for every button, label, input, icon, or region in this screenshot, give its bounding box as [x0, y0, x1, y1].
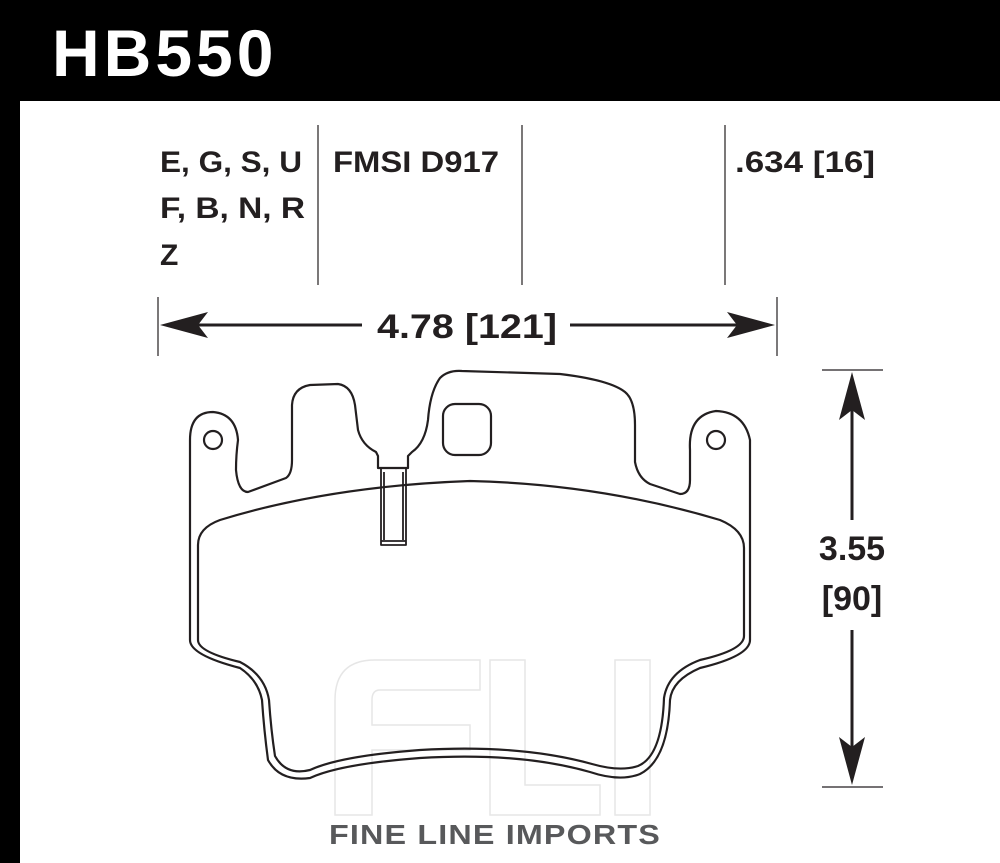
thickness-label: .634 [16]	[735, 146, 875, 179]
compound-line-2: F, B, N, R	[160, 192, 305, 225]
width-dimension-label: 4.78 [121]	[377, 308, 557, 346]
left-frame-bar	[0, 0, 20, 863]
fmsi-label: FMSI D917	[333, 146, 499, 179]
watermark-logo	[334, 659, 651, 816]
up-arrowhead-icon	[839, 372, 865, 420]
compound-line-1: E, G, S, U	[160, 146, 302, 179]
watermark-text: FINE LINE IMPORTS	[329, 819, 661, 850]
wear-sensor	[380, 468, 407, 546]
compound-line-3: Z	[160, 239, 178, 272]
left-mounting-hole	[202, 429, 224, 451]
down-arrowhead-icon	[839, 737, 865, 785]
column-dividers	[317, 125, 726, 285]
header-bar	[0, 0, 1000, 101]
square-hole	[441, 402, 493, 457]
height-dimension-line	[822, 369, 883, 788]
backing-plate-outline	[188, 369, 752, 780]
left-arrowhead-icon	[160, 312, 208, 338]
brake-pad-drawing	[188, 369, 752, 780]
height-dimension-inches: 3.55	[819, 530, 885, 568]
height-dimension-mm: [90]	[822, 580, 882, 618]
part-number-title: HB550	[52, 16, 277, 90]
right-mounting-hole	[705, 429, 727, 451]
right-arrowhead-icon	[727, 312, 775, 338]
width-dimension-line	[157, 297, 778, 356]
friction-pad-outline	[196, 479, 746, 773]
